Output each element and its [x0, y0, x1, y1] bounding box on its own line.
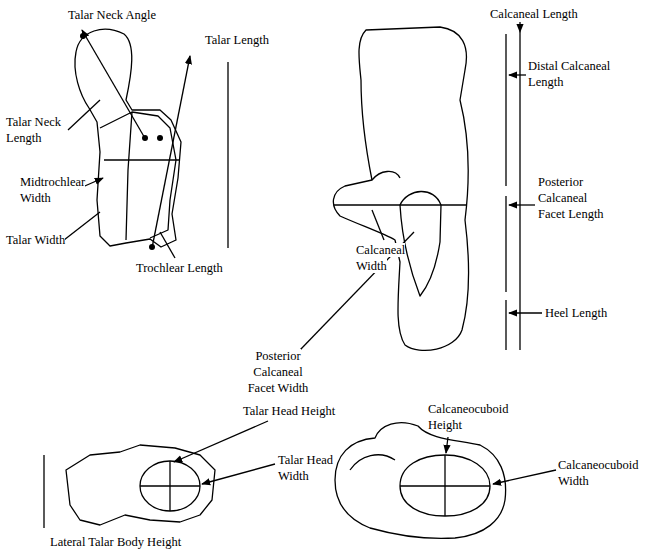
measurement-label: Calcaneal Length [490, 6, 600, 22]
sustentaculum-outline [350, 455, 395, 470]
landmark-dot [149, 244, 155, 250]
measurement-label: Talar Length [205, 32, 285, 48]
measurement-label: Midtrochlear Width [20, 174, 92, 206]
label-text: Talar Length [205, 33, 269, 47]
lateral-body-height-bar [43, 455, 44, 528]
calcaneal-width-line [334, 204, 466, 205]
anterior-facet-outline [372, 171, 400, 180]
label-text: Talar Neck Angle [68, 8, 156, 22]
measurement-label: Talar Neck Length [6, 114, 68, 146]
label-text: Talar Neck Length [6, 115, 61, 145]
distal-length-bar [505, 34, 506, 186]
calcaneus-anterior-outline [335, 423, 506, 539]
leader-arrow [446, 437, 448, 453]
talar-neck-axis [82, 30, 146, 140]
label-text: Talar Width [6, 233, 65, 247]
leader-line [372, 210, 384, 240]
facet-length-bar [505, 196, 506, 292]
measurement-label: Posterior Calcaneal Facet Width [244, 348, 312, 396]
midtrochlear-width-line [104, 159, 180, 160]
label-text: Trochlear Length [136, 261, 223, 275]
measurement-label: Talar Neck Angle [68, 7, 190, 23]
measurement-label: Distal Calcaneal Length [528, 58, 628, 90]
measurement-label: Talar Head Width [278, 452, 344, 484]
leader-arrow [493, 470, 556, 484]
leader-line [68, 100, 100, 130]
label-text: Calcaneocuboid Width [558, 458, 639, 488]
measurement-label: Talar Width [6, 232, 76, 248]
measurement-label: Calcaneocuboid Width [558, 457, 646, 489]
leader-arrow [509, 204, 535, 205]
label-text: Heel Length [545, 306, 607, 320]
calcaneocuboid-height-line [444, 455, 445, 516]
measurement-label: Calcaneal Width [356, 242, 418, 274]
talar-length-axis [152, 56, 190, 248]
label-text: Posterior Calcaneal Facet Width [248, 349, 309, 395]
label-text: Midtrochlear Width [20, 175, 85, 205]
measurement-label: Heel Length [545, 305, 625, 321]
label-text: Distal Calcaneal Length [528, 59, 610, 89]
leader-arrow [174, 421, 268, 462]
leader-arrow [202, 464, 275, 484]
leader-arrow [519, 22, 520, 32]
label-text: Calcaneal Length [490, 7, 578, 21]
label-text: Talar Head Width [278, 453, 333, 483]
measurement-label: Lateral Talar Body Height [50, 534, 210, 550]
leader-arrow [509, 312, 542, 313]
talus-anterior-outline [66, 445, 215, 525]
leader-line [64, 212, 100, 240]
label-text: Posterior Calcaneal Facet Length [538, 175, 604, 221]
measurement-label: Talar Head Height [243, 403, 355, 419]
measurement-label: Posterior Calcaneal Facet Length [538, 174, 614, 222]
leader-arrow [509, 74, 526, 75]
leader-line [300, 232, 414, 350]
landmark-dot [142, 135, 148, 141]
trochlea-outline [100, 112, 176, 240]
calcaneocuboid-facet-outline [400, 455, 490, 516]
label-text: Lateral Talar Body Height [50, 535, 181, 549]
calcaneus-outline [333, 27, 468, 350]
talar-head-outline [140, 461, 200, 511]
landmark-dot [157, 135, 163, 141]
heel-length-bar [505, 300, 506, 350]
posterior-facet-outline [400, 191, 441, 296]
calcaneal-length-bar [519, 32, 520, 350]
label-text: Calcaneal Width [356, 243, 405, 273]
label-text: Calcaneocuboid Height [428, 402, 509, 432]
measurement-label: Trochlear Length [136, 260, 236, 276]
talar-length-bar [227, 62, 228, 248]
label-text: Talar Head Height [243, 404, 335, 418]
landmark-dot [80, 33, 86, 39]
talus-outline [75, 29, 181, 247]
talar-head-height-line [169, 461, 170, 511]
measurement-label: Calcaneocuboid Height [428, 401, 518, 433]
leader-line [160, 232, 175, 258]
